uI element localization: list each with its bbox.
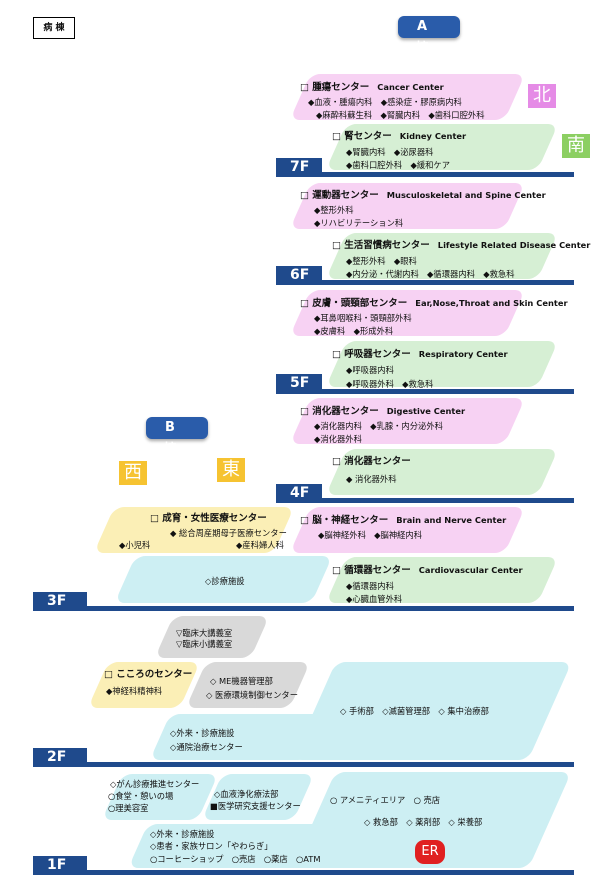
respiratory-center-line1: ◆呼吸器内科 bbox=[346, 365, 394, 375]
maternal-center-line1: ◆ 総合周産期母子医療センター bbox=[170, 528, 287, 538]
floor-5f-label: 5F bbox=[276, 374, 322, 393]
digestive-center-line1: ◆消化器内科 ◆乳腺・内分泌外科 bbox=[314, 421, 443, 431]
floor-2f-bar bbox=[33, 762, 574, 767]
amenity-text: ○ アメニティエリア ○ 売店 bbox=[330, 795, 441, 805]
ent-skin-center-line2: ◆皮膚科 ◆形成外科 bbox=[314, 326, 394, 336]
kidney-center-line2: ◆歯科口腔外科 ◆緩和ケア bbox=[346, 160, 451, 170]
legend-box: 病 棟 bbox=[33, 17, 75, 39]
lifestyle-center-line1: ◆整形外科 ◆眼科 bbox=[346, 256, 417, 266]
floor-6f-bar bbox=[276, 280, 574, 285]
cafeteria-text: ○食堂・憩いの場 bbox=[108, 791, 174, 801]
digestive-center-line2: ◆消化器外科 bbox=[314, 434, 362, 444]
digestive-center-2-title: □ 消化器センター bbox=[332, 456, 411, 467]
outpatient-treatment-text: ◇通院治療センター bbox=[170, 742, 243, 752]
building-a-label: A 棟 bbox=[398, 16, 460, 56]
musculoskeletal-center-line1: ◆整形外科 bbox=[314, 205, 354, 215]
ent-skin-center-line1: ◆耳鼻咽喉科・頭頸部外科 bbox=[314, 313, 412, 323]
outpatient-1f-text: ◇外来・診療施設 bbox=[150, 829, 215, 839]
north-badge: 北 bbox=[528, 84, 556, 108]
lecture-room-small: ▽臨床小講義室 bbox=[176, 639, 233, 649]
me-equipment-text: ◇ ME機器管理部 bbox=[210, 676, 273, 686]
maternal-center-title: □ 成育・女性医療センター bbox=[150, 513, 267, 524]
kokoro-center-title: □ こころのセンター bbox=[104, 669, 193, 680]
kidney-center-line1: ◆腎臓内科 ◆泌尿器科 bbox=[346, 147, 434, 157]
diagnosis-facility-text: ◇診療施設 bbox=[205, 576, 245, 586]
patient-salon-text: ◇患者・家族サロン「やわらぎ」 bbox=[150, 841, 273, 851]
west-badge: 西 bbox=[119, 461, 147, 485]
lifestyle-center-line2: ◆内分泌・代謝内科 ◆循環器内科 ◆救急科 bbox=[346, 269, 515, 279]
building-b-label: B 棟 bbox=[146, 417, 208, 457]
outpatient-2f-text: ◇外来・診療施設 bbox=[170, 728, 235, 738]
kokoro-center-line1: ◆神経科精神科 bbox=[106, 686, 163, 696]
respiratory-center-line2: ◆呼吸器外科 ◆救急科 bbox=[346, 379, 434, 389]
cancer-center-line2: ◆麻酔科蘇生科 ◆腎臓内科 ◆歯科口腔外科 bbox=[316, 110, 485, 120]
er-badge: ER bbox=[415, 840, 445, 864]
lecture-room-large: ▽臨床大講義室 bbox=[176, 628, 233, 638]
musculoskeletal-center-line2: ◆リハビリテーション科 bbox=[314, 218, 404, 228]
brain-nerve-center-line1: ◆脳神経外科 ◆脳神経内科 bbox=[318, 530, 423, 540]
floor-5f-bar bbox=[276, 389, 574, 394]
cardiovascular-center-line1: ◆循環器内科 bbox=[346, 581, 394, 591]
maternal-center-obgyn: ◆産科婦人科 bbox=[236, 540, 284, 550]
digestive-center-2-line1: ◆ 消化器外科 bbox=[346, 474, 397, 484]
floor-4f-bar bbox=[276, 498, 574, 503]
shops-text: ○コーヒーショップ ○売店 ○薬店 ○ATM bbox=[150, 854, 321, 864]
floor-3f-bar bbox=[33, 606, 574, 611]
research-support-text: ■医学研究支援センター bbox=[210, 801, 301, 811]
surgery-departments-text: ◇ 手術部 ◇滅菌管理部 ◇ 集中治療部 bbox=[340, 706, 489, 716]
maternal-center-pediatrics: ◆小児科 bbox=[119, 540, 151, 550]
east-badge: 東 bbox=[217, 458, 245, 482]
barber-text: ○理美容室 bbox=[108, 803, 149, 813]
cardiovascular-center-line2: ◆心臓血管外科 bbox=[346, 594, 403, 604]
medical-environment-text: ◇ 医療環境制御センター bbox=[206, 690, 298, 700]
floor-1f-bar bbox=[33, 870, 574, 875]
floor-7f-bar bbox=[276, 172, 574, 177]
blood-purification-text: ◇血液浄化療法部 bbox=[214, 789, 279, 799]
emergency-departments-text: ◇ 救急部 ◇ 薬剤部 ◇ 栄養部 bbox=[364, 817, 483, 827]
cancer-center-line1: ◆血液・腫瘍内科 ◆感染症・膠原病内科 bbox=[308, 97, 462, 107]
south-badge: 南 bbox=[562, 134, 590, 158]
cancer-promotion-text: ◇がん診療推進センター bbox=[110, 779, 200, 789]
